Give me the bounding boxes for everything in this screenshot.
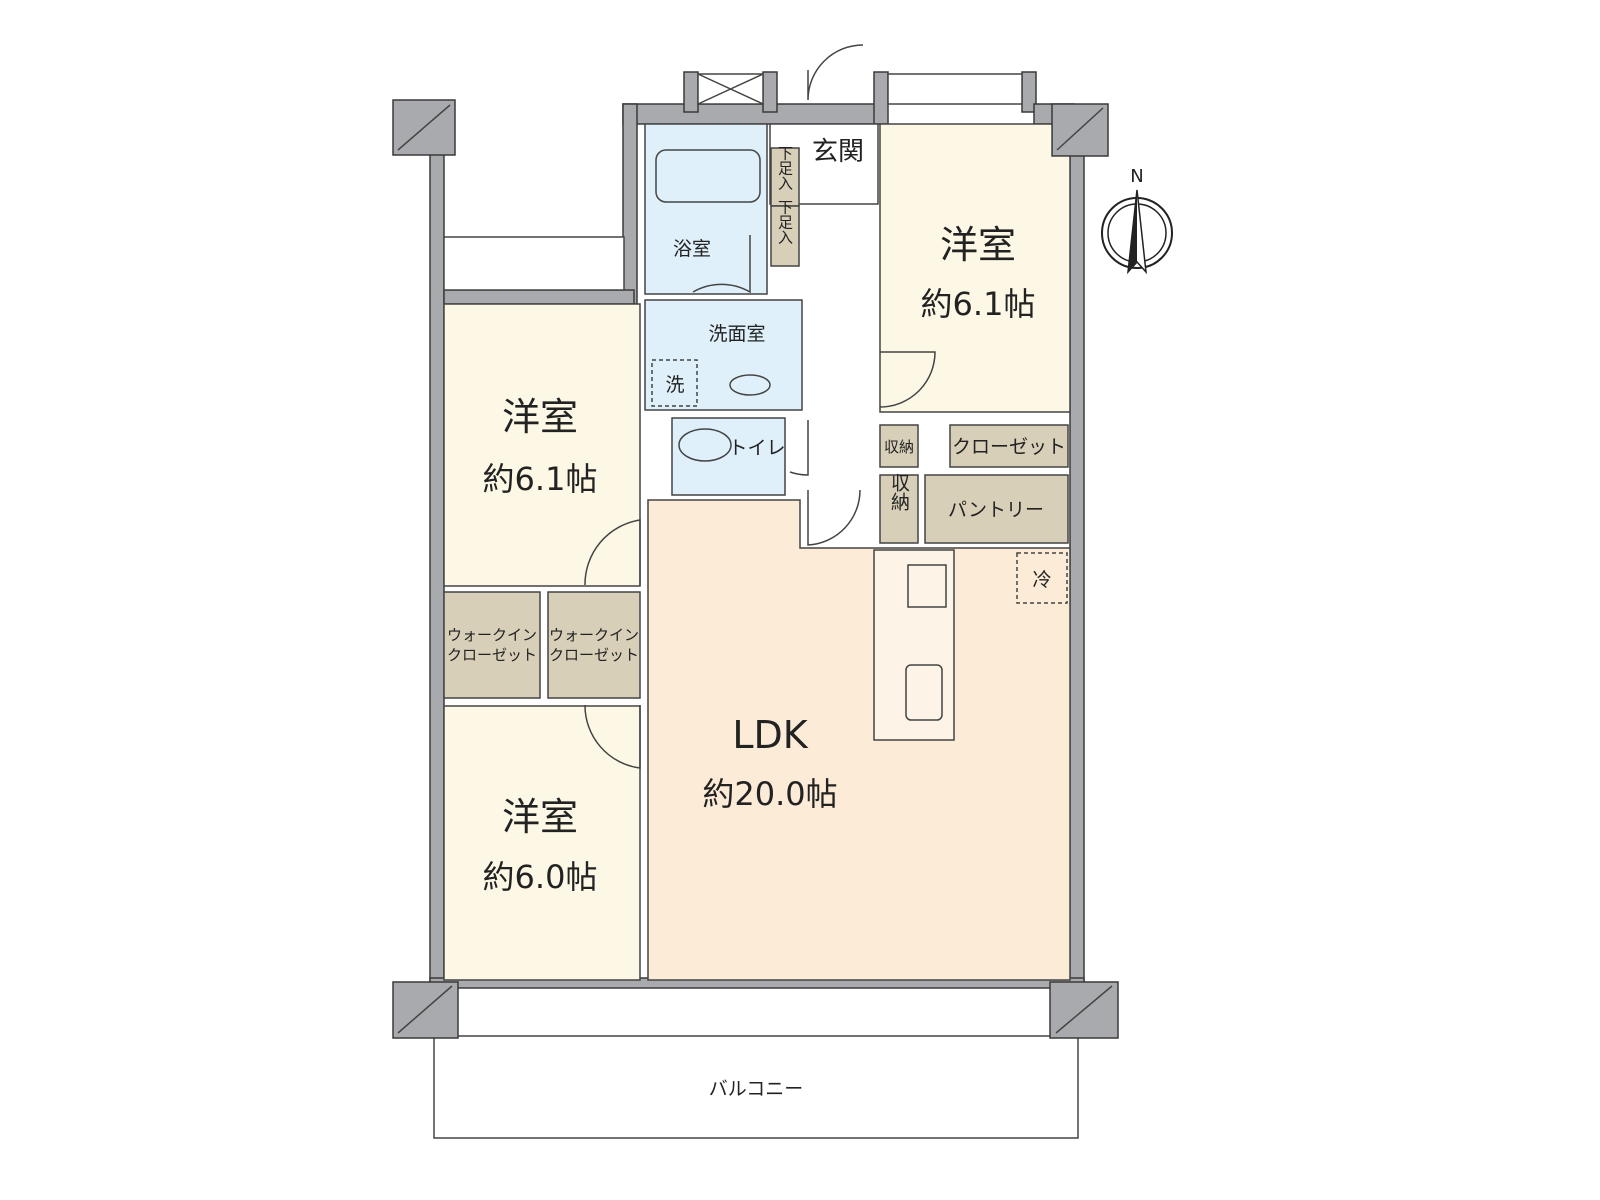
room-ldk-name: LDK [732,713,808,757]
room-west-lower-name: 洋室 [502,795,578,839]
shoe-cabinet-2-label: 下足入 [776,200,794,245]
room-west-upper [443,303,641,587]
compass-icon: N [1101,166,1173,275]
doors [584,44,936,769]
room-west-upper-size: 約6.1帖 [483,460,598,498]
aircon-ledge [443,236,625,291]
storage-1 [879,424,919,468]
room-west-upper-name: 洋室 [502,395,578,439]
washer-label: 洗 [665,374,684,396]
washroom-label: 洗面室 [708,323,765,345]
bath-label: 浴室 [673,238,711,260]
wic-1-line2: クローゼット [447,646,537,664]
balcony [433,1035,1079,1139]
washer-space [651,359,698,407]
stove-icon [907,564,947,608]
wic-2-line1: ウォークイン [549,626,639,644]
window-north [887,73,1023,105]
balcony-label: バルコニー [709,1078,804,1100]
room-ldk-size: 約20.0帖 [702,775,837,813]
fridge-space [1016,552,1068,604]
toilet-icon [678,428,732,462]
room-east [879,123,1071,413]
bathroom [644,123,768,295]
wic-1-line1: ウォークイン [447,626,537,644]
pantry [924,474,1069,544]
fridge-label: 冷 [1032,569,1051,591]
kitchen-counter [873,549,955,741]
room-east-size: 約6.1帖 [921,285,1036,323]
kitchen-sink-icon [905,664,943,721]
structural-columns [392,99,1119,1039]
storage-2-label: 収納 [888,473,910,511]
closet [949,424,1069,468]
shoe-cabinet-1 [770,147,800,207]
toilet-label: トイレ [728,437,785,459]
compass-north-label: N [1130,166,1143,187]
storage-1-label: 収納 [884,438,914,456]
shoe-cabinet-1-label: 下足入 [776,146,794,191]
closet-label: クローゼット [952,436,1066,458]
bathtub [655,149,761,203]
washroom [644,299,803,411]
room-ldk [647,499,1071,981]
storage-2 [879,474,919,544]
sink-icon [729,374,771,396]
shoe-cabinet-2 [770,205,800,267]
room-west-lower [443,705,641,981]
walk-in-closet-2 [547,591,641,699]
walk-in-closet-1 [443,591,541,699]
wic-2-line2: クローゼット [549,646,639,664]
entrance-label: 玄関 [812,137,864,167]
room-west-lower-size: 約6.0帖 [483,858,598,896]
pantry-label: パントリー [948,499,1044,521]
room-east-name: 洋室 [940,223,1016,267]
